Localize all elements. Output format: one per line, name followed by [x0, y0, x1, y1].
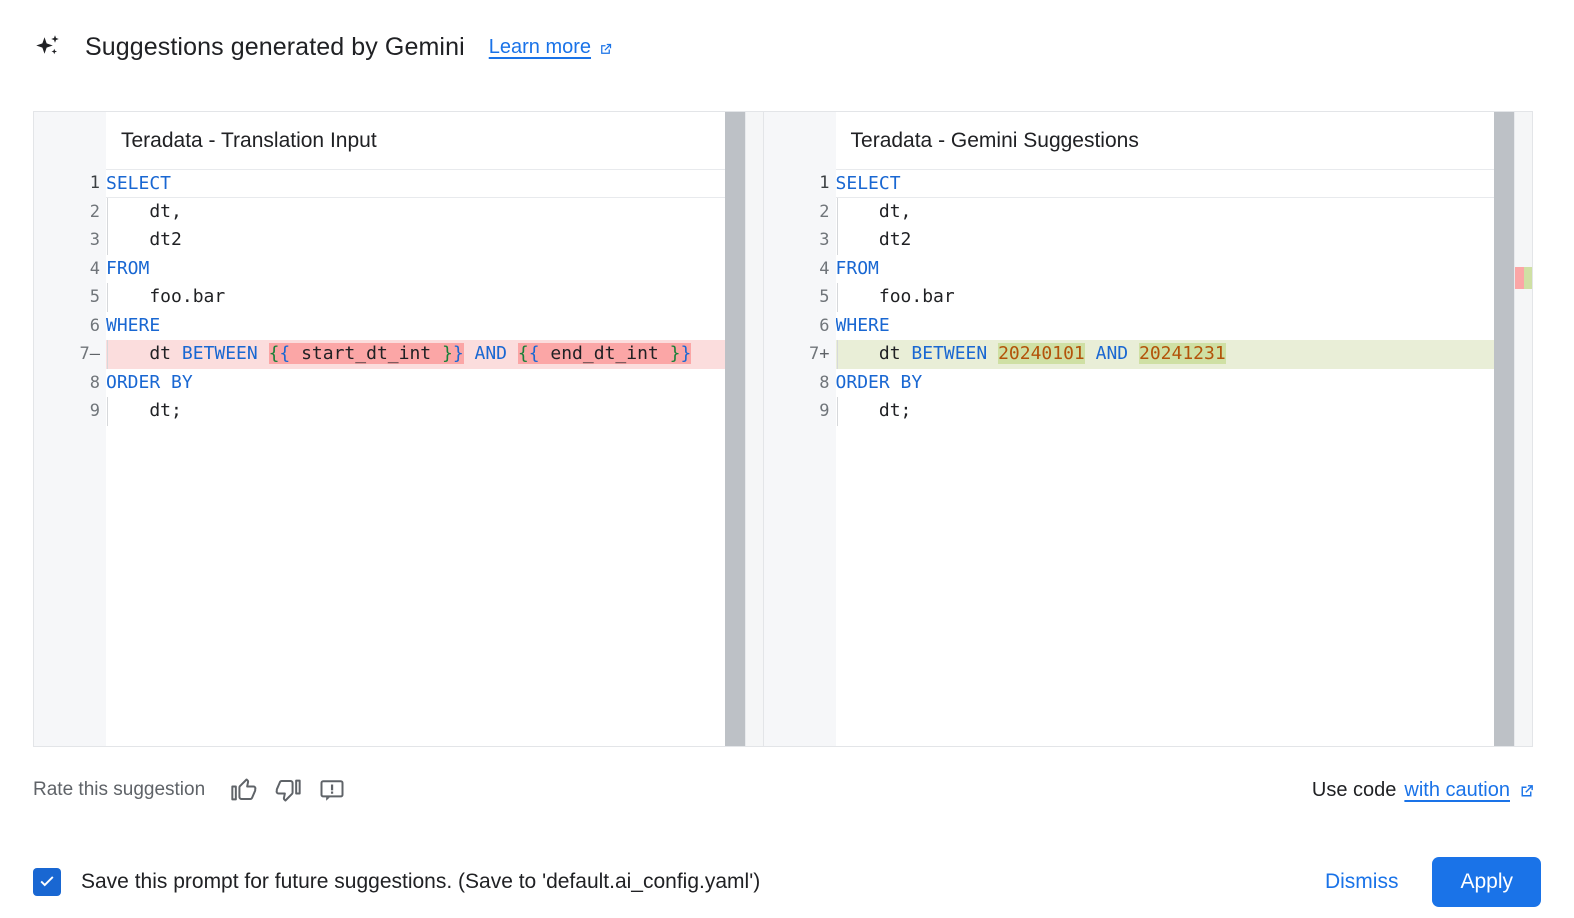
scrollbar-left[interactable]: [724, 112, 745, 746]
code-line: ORDER BY: [106, 371, 193, 393]
code-line: dt,: [106, 197, 763, 226]
line-number-gutter-right: 1 2 3 4 5 6 7+ 8 9: [763, 112, 836, 746]
with-caution-label: with caution: [1404, 778, 1510, 801]
thumb-down-icon[interactable]: [274, 776, 302, 804]
line-number: 3: [819, 230, 830, 250]
code-line: dt;: [106, 397, 763, 426]
apply-button[interactable]: Apply: [1432, 856, 1541, 907]
line-number: 9: [819, 401, 830, 421]
save-prompt-checkbox[interactable]: [33, 867, 61, 896]
footer-actions: Dismiss Apply: [1303, 856, 1541, 907]
learn-more-link[interactable]: Learn more: [489, 36, 613, 59]
footer-bar: Save this prompt for future suggestions.…: [0, 845, 1574, 918]
code-area-left[interactable]: SELECT dt, dt2 FROM foo.bar WHERE dt BET…: [106, 169, 763, 426]
line-number: 4: [89, 258, 100, 279]
report-icon[interactable]: [318, 776, 346, 804]
line-number: 8: [89, 372, 100, 393]
use-code-caution: Use code with caution: [1312, 779, 1533, 802]
line-number: 3: [89, 230, 100, 250]
diff-pane-left: 1 2 3 4 5 6 7– 8 9 Teradata - Translatio…: [34, 112, 763, 746]
code-line-removed: dt BETWEEN {{ start_dt_int }} AND {{ end…: [106, 340, 763, 369]
line-number: 7+: [809, 344, 830, 364]
code-column-left[interactable]: Teradata - Translation Input SELECT dt, …: [106, 112, 763, 746]
code-line: dt2: [836, 226, 1532, 255]
line-number: 1: [819, 173, 830, 193]
use-code-prefix: Use code: [1311, 778, 1397, 801]
external-link-icon: [598, 40, 613, 55]
line-number: 2: [819, 201, 830, 222]
code-column-right[interactable]: Teradata - Gemini Suggestions SELECT dt,…: [835, 112, 1532, 746]
pane-title-left: Teradata - Translation Input: [121, 129, 377, 152]
code-line: FROM: [106, 257, 150, 279]
with-caution-link[interactable]: with caution: [1404, 779, 1510, 802]
line-number: 4: [819, 258, 830, 279]
scrollbar-right[interactable]: [1494, 112, 1514, 746]
line-number-gutter-left: 1 2 3 4 5 6 7– 8 9: [34, 112, 106, 746]
save-prompt-label: Save this prompt for future suggestions.…: [81, 869, 761, 893]
line-number: 5: [819, 287, 830, 307]
learn-more-label: Learn more: [488, 35, 592, 58]
minimap-removed-marker: [1515, 267, 1524, 289]
code-line-added: dt BETWEEN 20240101 AND 20241231: [835, 340, 1532, 369]
code-line: WHERE: [835, 314, 890, 336]
code-area-right[interactable]: SELECT dt, dt2 FROM foo.bar WHERE dt BET…: [835, 169, 1532, 426]
save-prompt-checkbox-row[interactable]: Save this prompt for future suggestions.…: [33, 867, 761, 896]
code-line: foo.bar: [836, 283, 1532, 312]
line-number: 6: [89, 315, 100, 336]
dismiss-button[interactable]: Dismiss: [1303, 860, 1421, 904]
code-line: dt2: [106, 226, 763, 255]
diff-pane-right: 1 2 3 4 5 6 7+ 8 9 Teradata - Gemini Sug…: [763, 112, 1532, 746]
page-title: Suggestions generated by Gemini: [85, 32, 465, 61]
diff-viewer: 1 2 3 4 5 6 7– 8 9 Teradata - Translatio…: [33, 111, 1533, 747]
code-line: WHERE: [106, 314, 161, 336]
line-number: 7–: [79, 344, 101, 364]
external-link-icon: [1518, 783, 1533, 798]
line-number: 8: [819, 372, 830, 393]
line-number: 1: [89, 173, 100, 193]
minimap-left[interactable]: [744, 112, 763, 746]
pane-divider: [762, 112, 764, 746]
code-line: dt;: [836, 397, 1532, 426]
line-number: 9: [89, 401, 100, 421]
pane-title-right: Teradata - Gemini Suggestions: [850, 129, 1139, 152]
code-line: SELECT: [835, 169, 1532, 198]
rate-label: Rate this suggestion: [33, 779, 206, 800]
rate-icon-group: [230, 776, 346, 804]
line-number: 6: [819, 315, 830, 336]
rate-row: Rate this suggestion: [33, 770, 1533, 810]
minimap-right[interactable]: [1514, 112, 1532, 746]
code-line: FROM: [835, 257, 879, 279]
header: Suggestions generated by Gemini Learn mo…: [33, 26, 613, 68]
code-line: dt,: [836, 197, 1532, 226]
code-line: ORDER BY: [835, 371, 923, 393]
line-number: 2: [89, 201, 100, 222]
check-icon: [40, 875, 54, 886]
minimap-added-marker: [1523, 267, 1532, 289]
line-number: 5: [89, 287, 100, 307]
sparkle-icon: [33, 32, 63, 62]
code-line: foo.bar: [106, 283, 763, 312]
thumb-up-icon[interactable]: [230, 776, 258, 804]
code-line: SELECT: [106, 169, 763, 198]
